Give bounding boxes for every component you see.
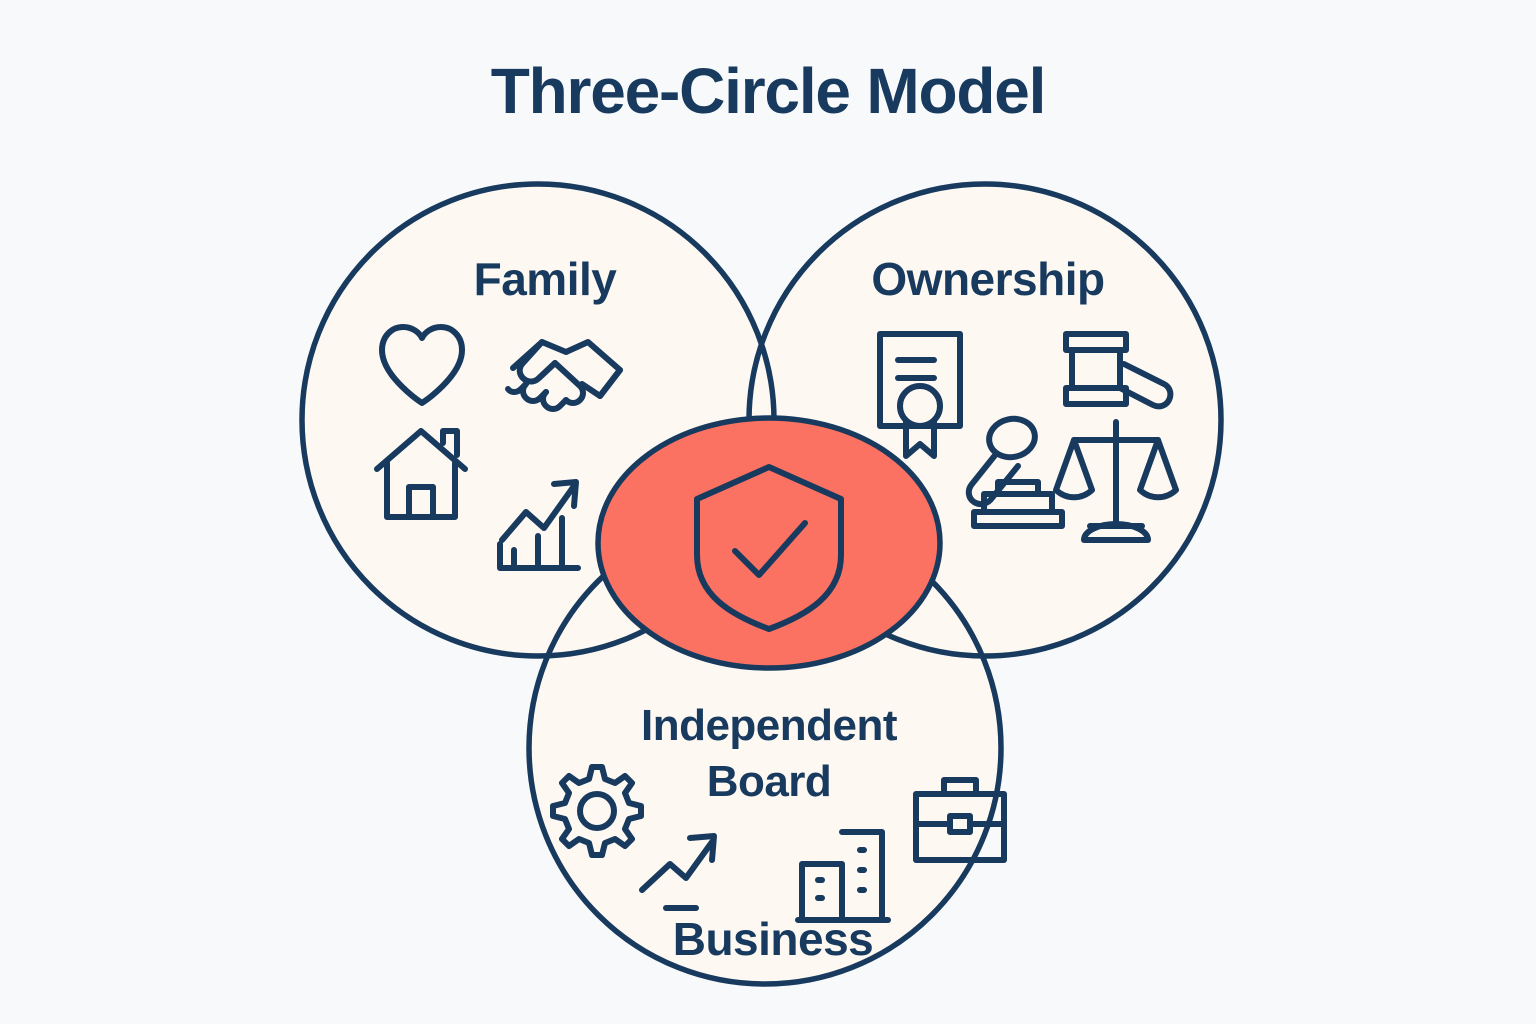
gear-icon (550, 764, 644, 858)
family-group: Family (374, 253, 623, 571)
business-group: Business (550, 764, 1007, 965)
intersection-label-line1: Independent (641, 701, 898, 750)
mallet-icon (965, 415, 1065, 529)
intersection-group[interactable] (595, 415, 943, 671)
intersection-highlight[interactable] (595, 415, 943, 671)
circle-label-family: Family (474, 253, 618, 305)
heart-icon (379, 324, 465, 406)
handshake-icon (505, 339, 623, 412)
growth-chart-icon (497, 479, 581, 571)
intersection-label-line2: Board (707, 757, 832, 806)
certificate-icon (877, 331, 963, 459)
circle-label-ownership: Ownership (871, 253, 1104, 305)
buildings-icon (795, 829, 891, 923)
briefcase-icon (913, 777, 1007, 863)
scales-icon (1053, 419, 1179, 543)
house-icon (374, 428, 468, 520)
gavel-icon (1063, 331, 1174, 410)
ownership-group: Ownership (871, 253, 1179, 543)
trending-up-icon (639, 833, 717, 911)
shield-check-icon (694, 464, 844, 632)
page-title: Three-Circle Model (491, 55, 1046, 127)
